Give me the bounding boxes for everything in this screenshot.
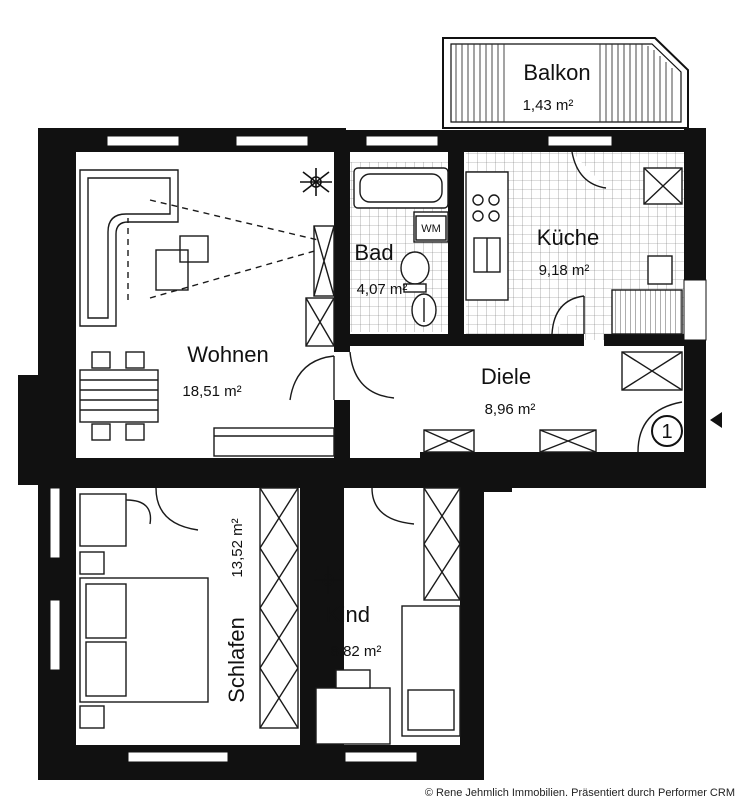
svg-text:1: 1 [661, 421, 672, 443]
bedroom-furniture [79, 487, 299, 729]
room-area-bad: 4,07 m² [357, 281, 408, 298]
washing-machine: WM [415, 215, 447, 241]
ceiling-lamp-icon [314, 566, 342, 594]
room-area-wohnen: 18,51 m² [182, 383, 241, 400]
svg-text:WM: WM [421, 223, 441, 235]
room-name-bad: Bad [354, 240, 393, 265]
copyright-credit: © Rene Jehmlich Immobilien. Präsentiert … [425, 787, 735, 799]
room-name-balkon: Balkon [523, 60, 590, 85]
room-name-diele: Diele [481, 364, 531, 389]
hallway-furniture [349, 351, 683, 453]
room-name-kueche: Küche [537, 225, 599, 250]
room-area-kind: 8,82 m² [331, 643, 382, 660]
ceiling-lamp-icon [300, 168, 332, 196]
windows [49, 135, 707, 763]
kitchen-fixtures [465, 151, 683, 335]
kids-room-furniture [315, 487, 461, 745]
room-area-balkon: 1,43 m² [523, 97, 574, 114]
room-name-schlafen: Schlafen [224, 617, 249, 703]
entrance-marker: 1 [651, 412, 722, 447]
room-name-wohnen: Wohnen [187, 342, 269, 367]
living-room-furniture [79, 169, 335, 457]
room-name-kind: Kind [326, 602, 370, 627]
balcony [442, 37, 689, 129]
room-area-schlafen: 13,52 m² [229, 518, 246, 577]
room-area-kueche: 9,18 m² [539, 262, 590, 279]
room-area-diele: 8,96 m² [485, 401, 536, 418]
